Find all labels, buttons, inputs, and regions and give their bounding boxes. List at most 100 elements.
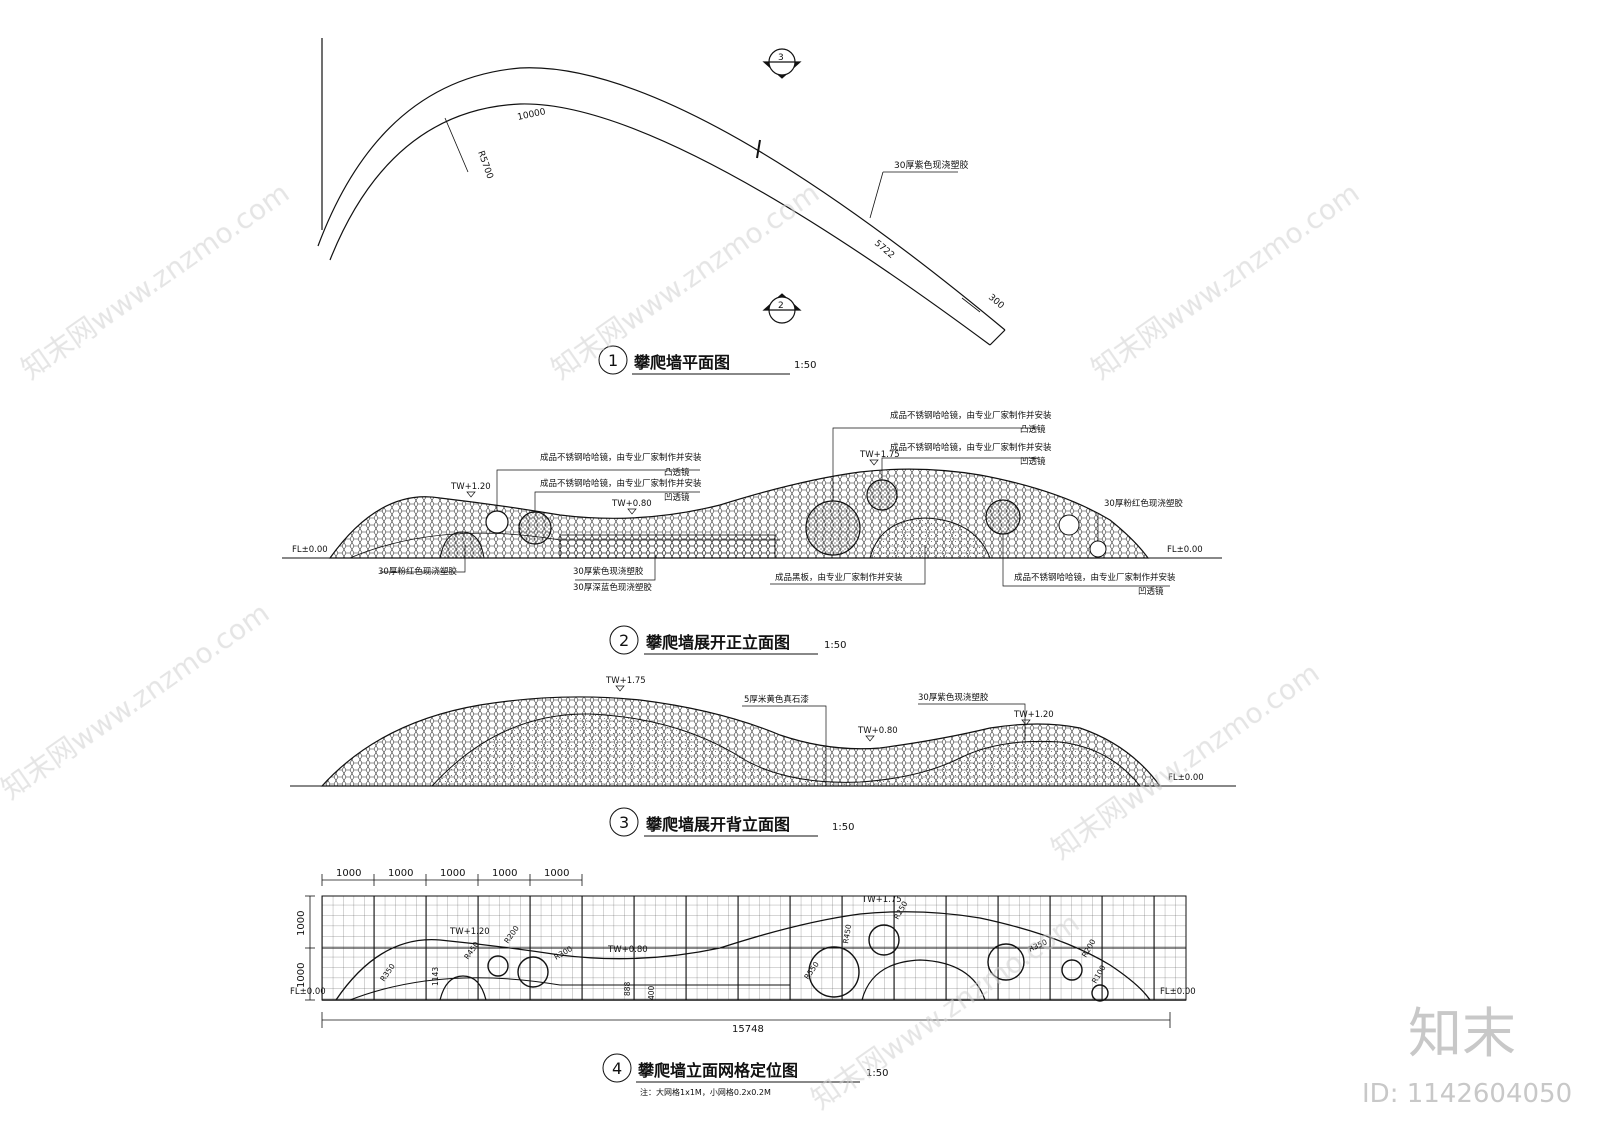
front-arch-left: [439, 531, 485, 559]
back-title-block: 3 攀爬墙展开背立面图 1:50: [609, 807, 854, 837]
front-mirror-7: [1089, 540, 1107, 558]
grid-note: 注：大网格1x1M，小网格0.2x0.2M: [640, 1087, 771, 1097]
front-note-b2: 凹透镜: [664, 492, 690, 503]
front-note-e1: 成品不锈钢哈哈镜，由专业厂家制作并安装: [1014, 572, 1176, 583]
grid-top-dim-2: 1000: [388, 868, 413, 879]
front-title-num: 2: [619, 631, 629, 650]
section-mark-3: [762, 48, 802, 79]
plan-dim-straight: 5722: [872, 239, 896, 261]
front-title-block: 2 攀爬墙展开正立面图 1:50: [609, 625, 846, 655]
front-mirror-3: [805, 500, 861, 556]
back-title: 攀爬墙展开背立面图: [645, 815, 790, 834]
plan-scale: 1:50: [794, 360, 816, 371]
front-note-pink-right: 30厚粉红色现浇塑胶: [1104, 498, 1183, 509]
front-note-c1: 成品不锈钢哈哈镜，由专业厂家制作并安装: [890, 410, 1052, 421]
back-elevation: [290, 696, 1236, 787]
plan-outer-curve: [317, 67, 1006, 331]
grid-small-dim-3: 400: [647, 985, 656, 1000]
front-purple-panel: [559, 534, 776, 559]
grid-circle-6: [1061, 959, 1083, 981]
grid-title-num: 4: [612, 1059, 622, 1078]
front-note-a1: 成品不锈钢哈哈镜，由专业厂家制作并安装: [540, 452, 702, 463]
grid-top-dim-5: 1000: [544, 868, 569, 879]
plan-dim-width: 300: [986, 293, 1006, 312]
front-level-1: TW+1.20: [450, 482, 491, 492]
front-note-blue: 30厚深蓝色现浇塑胶: [573, 582, 652, 593]
back-leaders: [742, 703, 1026, 786]
grid-circle-7: [1091, 984, 1109, 1002]
plan-view: [317, 38, 1006, 346]
grid-circle-2: [517, 956, 549, 988]
watermark-1: 知末网www.znzmo.com: [15, 176, 295, 386]
grid-level-2: TW+0.80: [607, 945, 648, 955]
brand-name: 知末: [1408, 1002, 1516, 1065]
front-note-d2: 凹透镜: [1020, 456, 1046, 467]
back-scale: 1:50: [832, 822, 854, 833]
back-level-2: TW+0.80: [857, 726, 898, 736]
grid-small-dim-1: 1143: [431, 967, 440, 986]
back-fl: FL±0.00: [1168, 773, 1204, 783]
plan-title-block: 1 攀爬墙平面图 1:50: [598, 345, 816, 375]
grid-top-dim-1: 1000: [336, 868, 361, 879]
front-mirror-2: [518, 511, 552, 545]
grid-wall-outline: [335, 911, 1151, 1001]
front-title: 攀爬墙展开正立面图: [645, 633, 790, 652]
front-leaders: [380, 427, 1170, 587]
section-mark-2: [762, 293, 802, 324]
plan-dim-radius: R5700: [475, 150, 494, 181]
back-stone-fill: [430, 713, 1142, 787]
watermark-4: 知末网www.znzmo.com: [0, 596, 275, 806]
grid-circle-5: [987, 943, 1025, 981]
brand-id: ID: 1142604050: [1362, 1079, 1572, 1109]
plan-material-note: 30厚紫色现浇塑胶: [894, 159, 968, 171]
front-mirror-6: [1058, 514, 1080, 536]
section-mark-3-label: 3: [778, 53, 784, 63]
front-mirror-1: [485, 510, 509, 534]
front-fl-left: FL±0.00: [292, 545, 328, 555]
grid-scale: 1:50: [866, 1068, 888, 1079]
front-scale: 1:50: [824, 640, 846, 651]
brand-mark: 知末 ID: 1142604050: [1362, 1002, 1572, 1109]
front-note-e2: 凹透镜: [1138, 586, 1164, 597]
grid-radius-6: R450: [841, 923, 853, 944]
grid-circle-3: [808, 946, 860, 998]
front-note-blackboard: 成品黑板，由专业厂家制作并安装: [775, 572, 903, 583]
grid-top-dim-3: 1000: [440, 868, 465, 879]
grid-side-dim-1: 1000: [296, 911, 307, 936]
back-note-stone: 5厚米黄色真石漆: [744, 694, 809, 705]
front-note-pink-left: 30厚粉红色现浇塑胶: [378, 566, 457, 577]
grid-circle-1: [487, 955, 509, 977]
grid-dims: [305, 874, 1171, 1028]
back-title-num: 3: [619, 813, 629, 832]
plan-title: 攀爬墙平面图: [633, 353, 730, 372]
front-mirror-4: [866, 479, 898, 511]
grid-arch-left: [439, 975, 487, 1001]
grid-circle-4: [868, 924, 900, 956]
grid-top-dim-4: 1000: [492, 868, 517, 879]
front-note-b1: 成品不锈钢哈哈镜，由专业厂家制作并安装: [540, 478, 702, 489]
grid-fl-left: FL±0.00: [290, 987, 326, 997]
grid-title-block: 4 攀爬墙立面网格定位图 1:50 注：大网格1x1M，小网格0.2x0.2M: [602, 1053, 888, 1097]
grid-level-3: TW+1.75: [861, 895, 902, 905]
back-labels: TW+1.75 TW+0.80 TW+1.20 FL±0.00 5厚米黄色真石漆…: [605, 676, 1204, 783]
front-fl-right: FL±0.00: [1167, 545, 1203, 555]
grid-title: 攀爬墙立面网格定位图: [637, 1061, 798, 1080]
front-note-purple: 30厚紫色现浇塑胶: [573, 566, 644, 577]
back-note-purple: 30厚紫色现浇塑胶: [918, 692, 989, 703]
front-note-c2: 凸透镜: [1020, 424, 1046, 435]
plan-labels: 3 2 10000 R5700 5722 300 30厚紫色现浇塑胶: [475, 53, 1006, 312]
grid-fl-right: FL±0.00: [1160, 987, 1196, 997]
front-note-d1: 成品不锈钢哈哈镜，由专业厂家制作并安装: [890, 442, 1052, 453]
grid-total-dim: 15748: [732, 1024, 764, 1035]
front-note-a2: 凸透镜: [664, 467, 690, 478]
plan-title-num: 1: [608, 351, 618, 370]
front-labels: TW+1.20 TW+0.80 TW+1.75 FL±0.00 FL±0.00 …: [292, 410, 1203, 597]
front-mirror-5: [985, 499, 1021, 535]
front-level-2: TW+0.80: [611, 499, 652, 509]
front-elevation: [282, 468, 1222, 559]
watermark-3: 知末网www.znzmo.com: [1085, 176, 1365, 386]
back-level-3: TW+1.20: [1013, 710, 1054, 720]
section-mark-2-label: 2: [778, 301, 784, 311]
grid-elevation: [321, 895, 1187, 1002]
